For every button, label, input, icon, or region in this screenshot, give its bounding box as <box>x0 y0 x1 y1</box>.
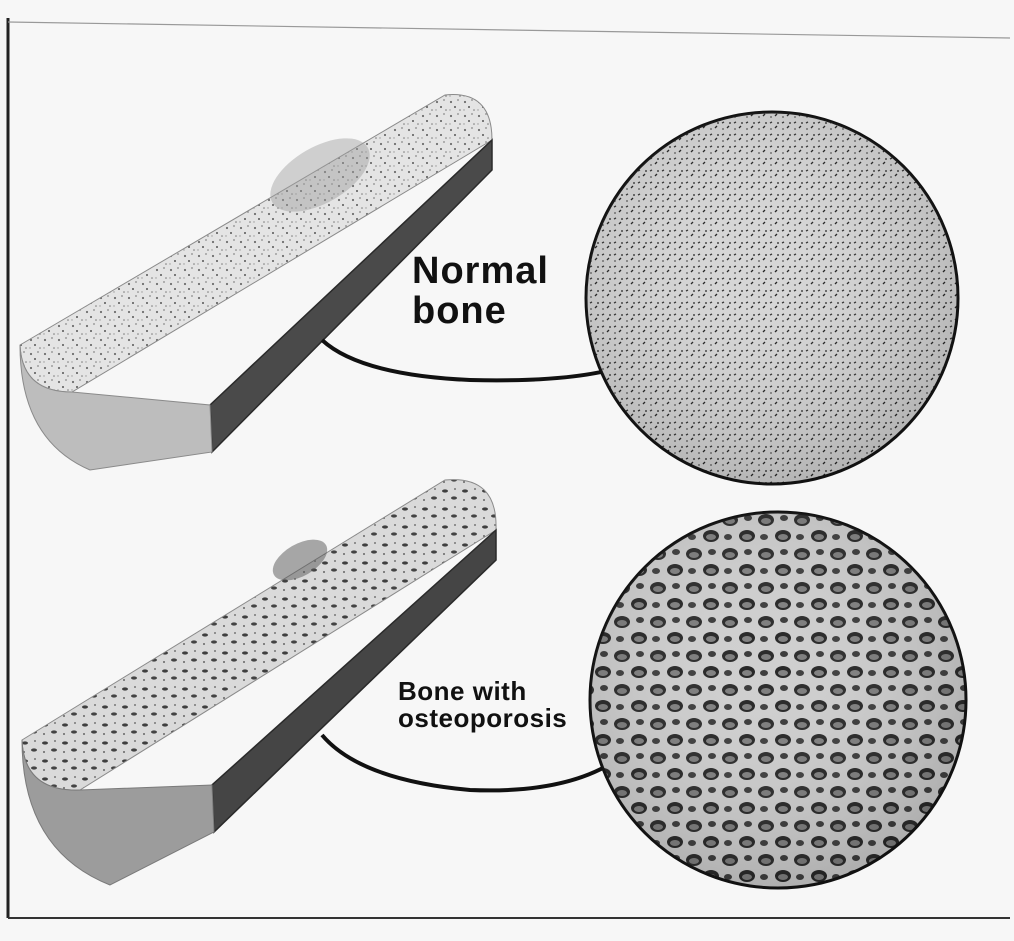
osteoporotic-bone-magnified-circle <box>590 512 966 888</box>
osteoporotic-bone-label-line-1: Bone with <box>398 678 567 705</box>
normal-bone-label: Normal bone <box>412 252 549 332</box>
osteoporotic-bone-label: Bone with osteoporosis <box>398 678 567 733</box>
osteoporotic-bone-label-line-2: osteoporosis <box>398 705 567 732</box>
normal-bone-label-line-1: Normal <box>412 252 549 292</box>
normal-bone-label-line-2: bone <box>412 292 549 332</box>
normal-bone-magnified-circle <box>586 112 958 484</box>
